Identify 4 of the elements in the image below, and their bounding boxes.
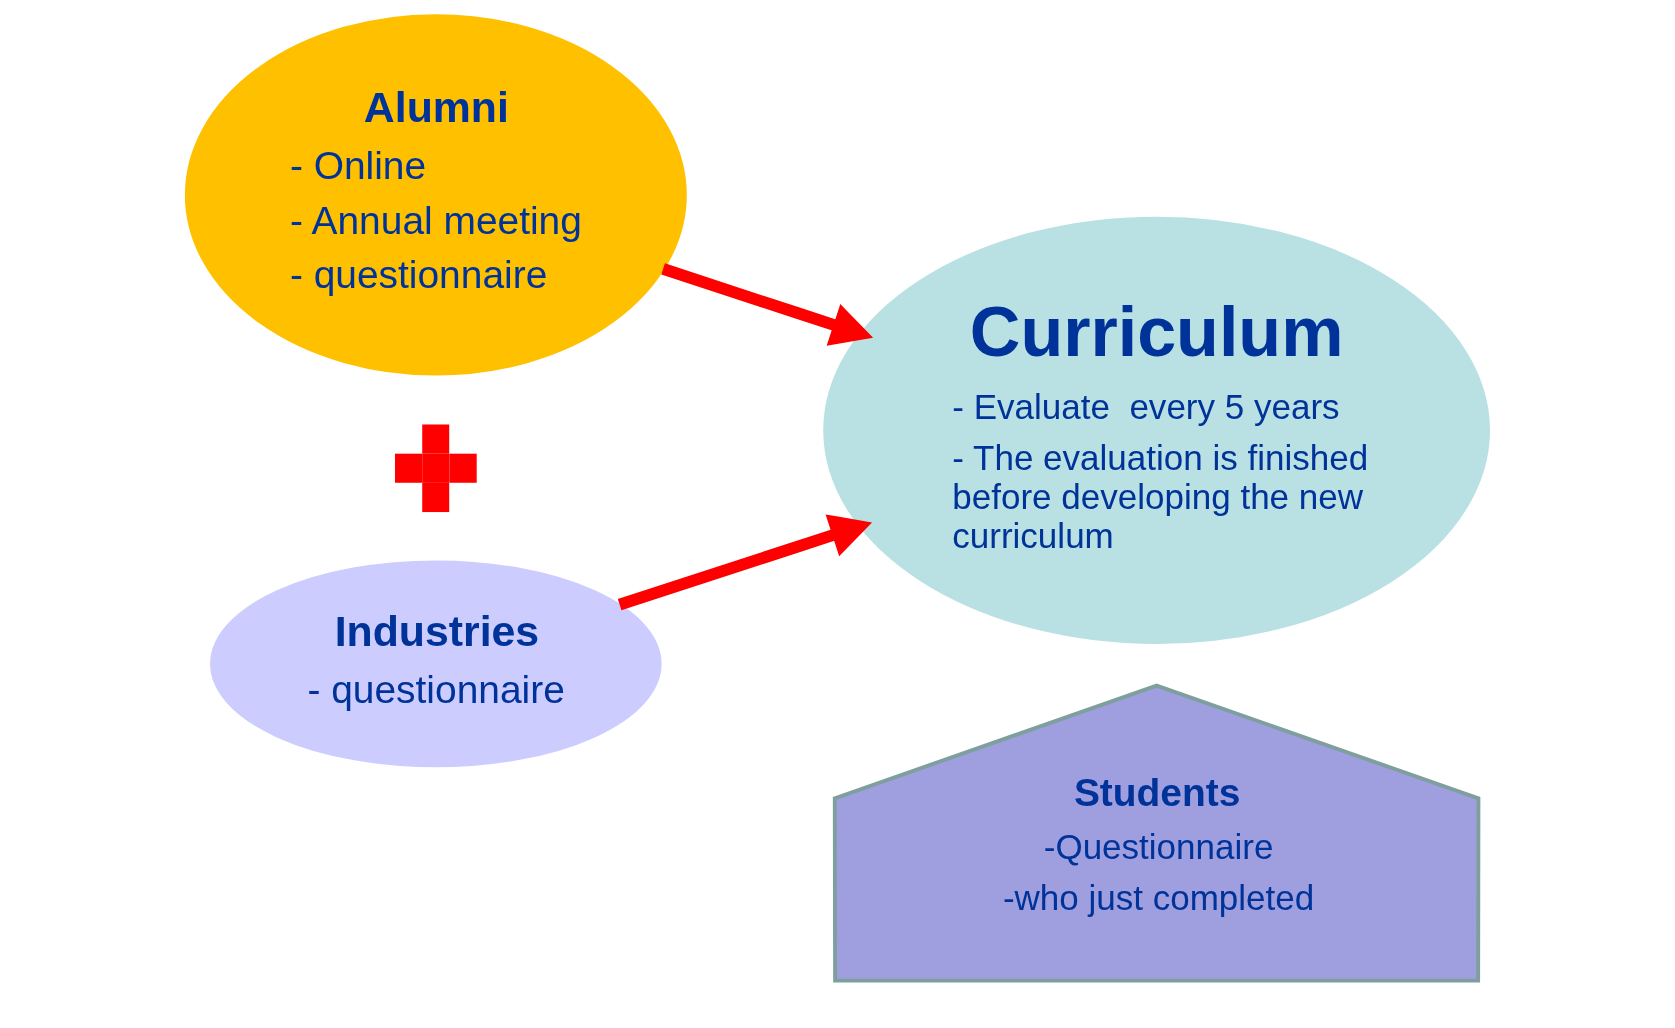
- arrow: [617, 514, 873, 611]
- node-ellipse: Alumni - Online - Annual meeting - questionnaire: [184, 14, 687, 376]
- node-ellipse: Industries - questionnaire: [210, 560, 662, 768]
- arrow: [661, 263, 874, 346]
